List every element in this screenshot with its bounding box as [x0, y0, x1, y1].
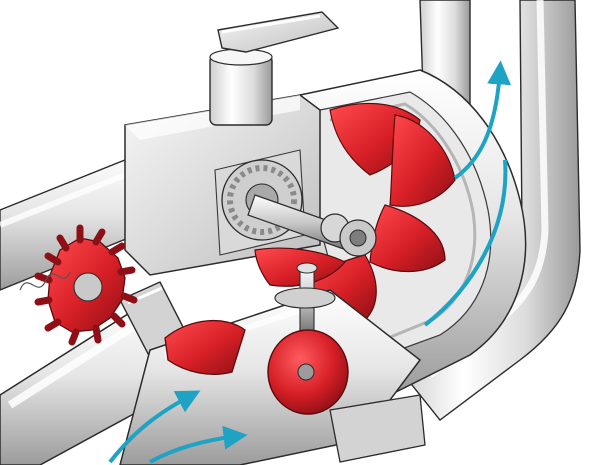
- valve-disc: [267, 329, 349, 415]
- flow-arrow: [108, 390, 201, 464]
- impeller: [254, 102, 456, 321]
- flow-arrow: [423, 159, 508, 327]
- valve-stem: [274, 262, 336, 336]
- check-valve-flap: [164, 319, 246, 375]
- shut-off-handle: [209, 11, 340, 126]
- red-gear: [19, 224, 138, 346]
- flow-arrows: [108, 60, 512, 464]
- flow-arrow: [453, 60, 512, 180]
- flow-arrow: [149, 425, 248, 464]
